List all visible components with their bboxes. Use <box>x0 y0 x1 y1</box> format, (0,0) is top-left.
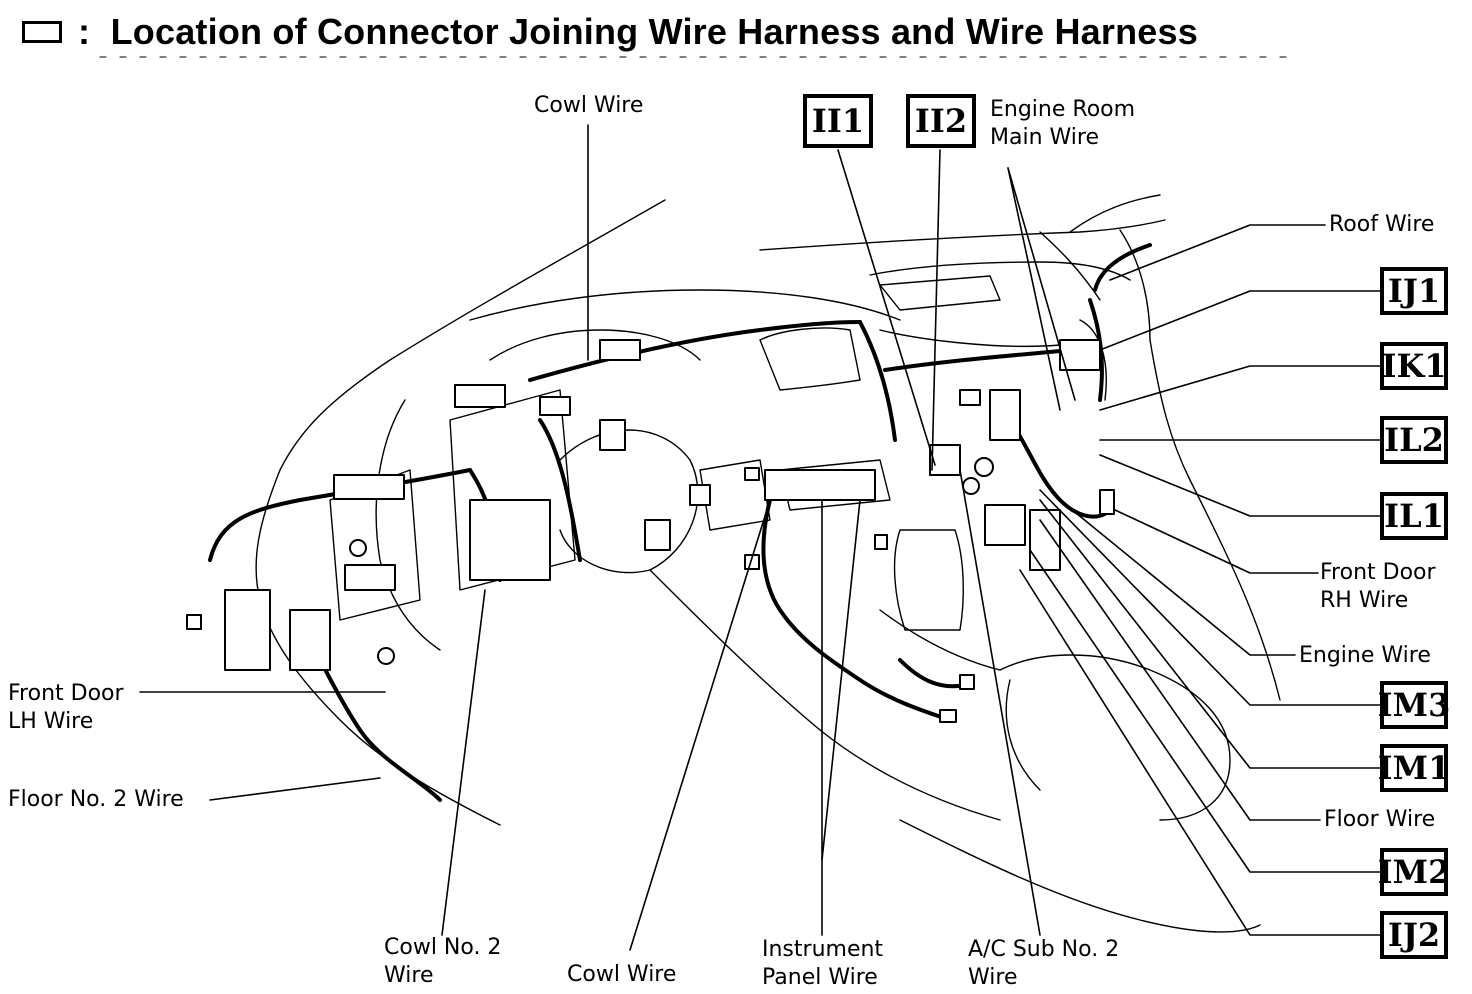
label-front-door-lh-wire: Front Door LH Wire <box>8 681 124 734</box>
car-body-outline <box>255 194 1281 933</box>
code-box-ij1: IJ1 <box>1380 267 1448 315</box>
label-floor-no2-wire: Floor No. 2 Wire <box>8 787 184 812</box>
code-box-il2: IL2 <box>1380 416 1448 464</box>
code-box-im1: IM1 <box>1378 744 1450 792</box>
connector-blocks <box>186 339 1115 723</box>
title-text: Location of Connector Joining Wire Harne… <box>110 11 1198 52</box>
label-floor-wire: Floor Wire <box>1324 807 1436 832</box>
label-engine-room-main-wire: Engine Room Main Wire <box>990 97 1136 150</box>
code-box-im3: IM3 <box>1378 681 1450 729</box>
code-box-ii2: II2 <box>906 94 976 148</box>
label-roof-wire: Roof Wire <box>1329 212 1435 237</box>
code-box-il1: IL1 <box>1380 492 1448 540</box>
label-cowl-wire-bottom: Cowl Wire <box>567 962 677 987</box>
label-cowl-no2-wire: Cowl No. 2 Wire <box>384 935 502 988</box>
page-title: : Location of Connector Joining Wire Har… <box>22 8 1198 56</box>
leader-lines <box>139 124 1381 951</box>
label-engine-wire: Engine Wire <box>1299 643 1431 668</box>
title-separator: : <box>78 11 91 52</box>
code-box-ii1: II1 <box>803 94 873 148</box>
label-cowl-wire-top: Cowl Wire <box>534 93 644 118</box>
code-box-ij2: IJ2 <box>1380 911 1448 959</box>
code-box-im2: IM2 <box>1378 848 1450 896</box>
label-front-door-rh-wire: Front Door RH Wire <box>1320 560 1436 613</box>
legend-box-icon <box>22 21 62 43</box>
code-box-ik1: IK1 <box>1380 342 1448 390</box>
label-instrument-panel-wire: Instrument Panel Wire <box>762 937 884 990</box>
label-ac-sub-no2-wire: A/C Sub No. 2 Wire <box>968 937 1120 990</box>
